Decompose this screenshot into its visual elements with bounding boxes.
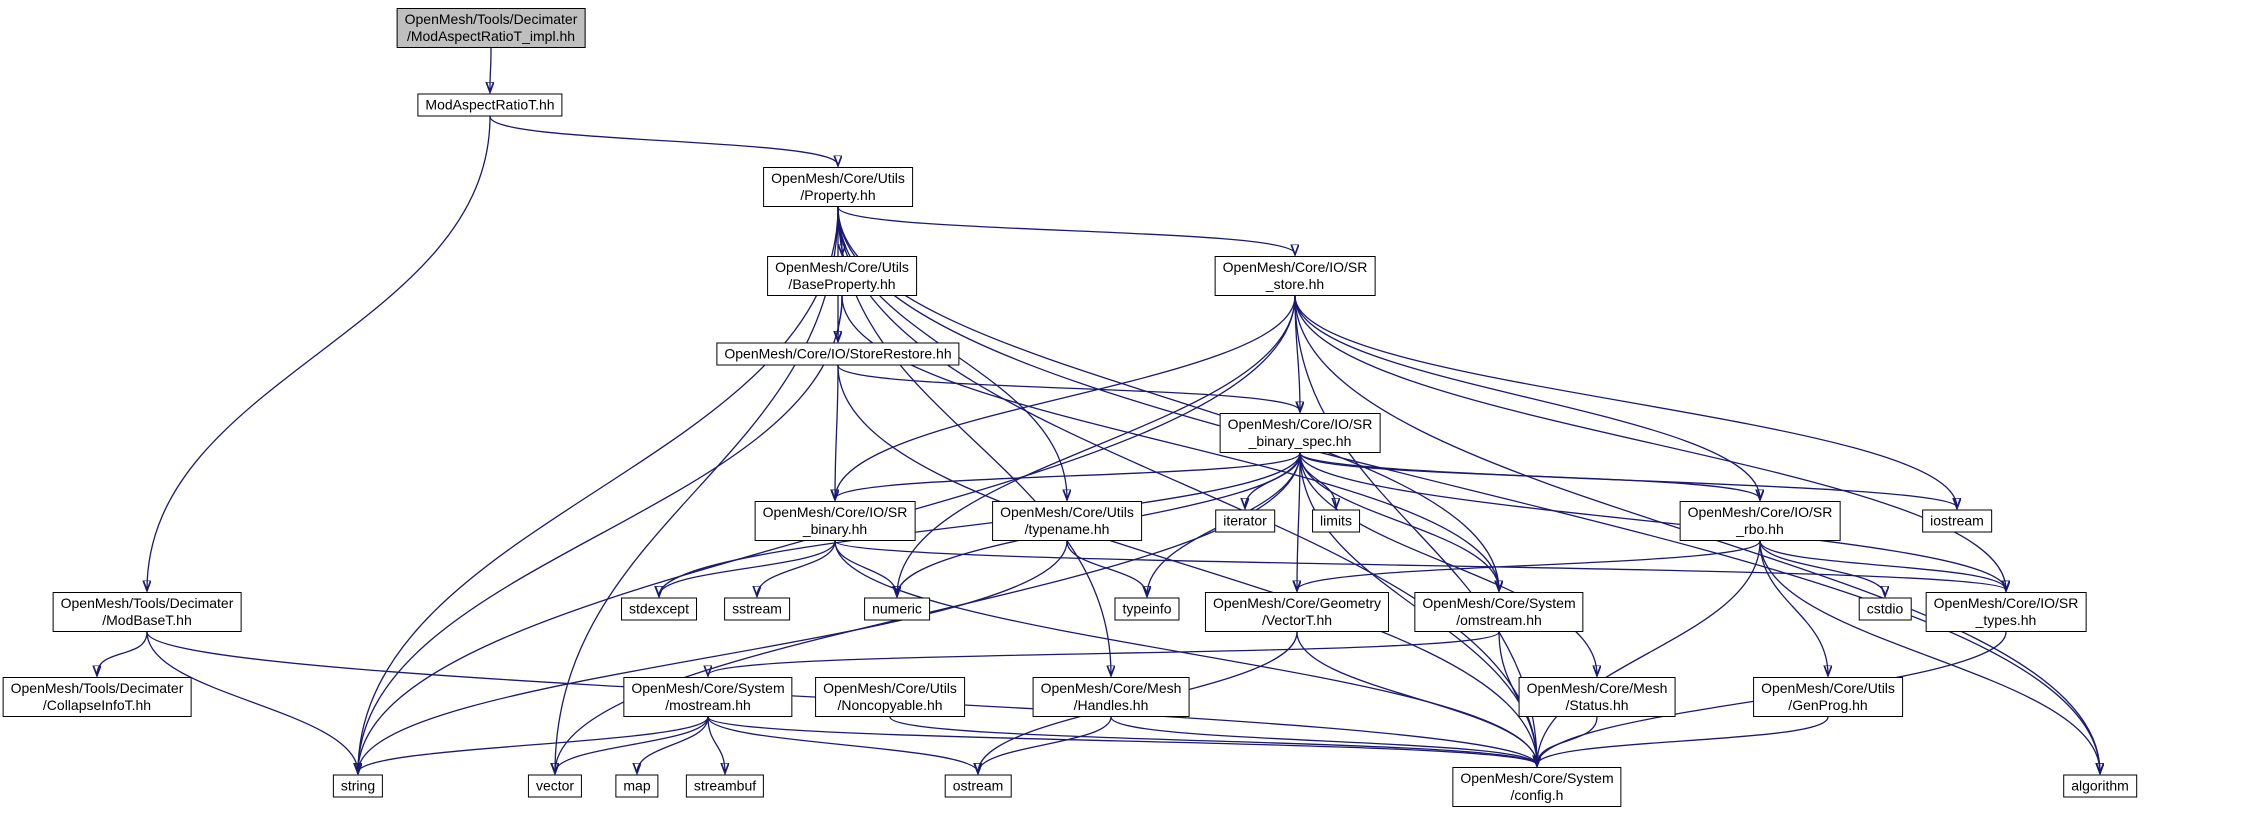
graph-node-storerest[interactable]: OpenMesh/Core/IO/StoreRestore.hh xyxy=(716,342,960,366)
edge-impl-modaspect xyxy=(490,47,491,92)
edge-srbinary-config xyxy=(834,540,1537,765)
edge-srbinspec-vectort xyxy=(1297,452,1300,590)
edge-noncopy-config xyxy=(889,716,1537,765)
edge-property-config xyxy=(837,206,1537,765)
graph-node-genprog[interactable]: OpenMesh/Core/Utils /GenProg.hh xyxy=(1753,677,1903,717)
edge-srbinspec-status xyxy=(1299,452,1597,675)
graph-node-streambuf[interactable]: streambuf xyxy=(685,774,765,798)
edge-srbinary-numeric xyxy=(834,540,897,596)
graph-node-typeinfo[interactable]: typeinfo xyxy=(1114,597,1180,621)
edge-srstore-iostream xyxy=(1294,295,1957,508)
edge-srbinspec-stdexcept xyxy=(659,452,1301,596)
graph-node-srbinary[interactable]: OpenMesh/Core/IO/SR _binary.hh xyxy=(754,501,916,541)
edge-modaspect-modbase xyxy=(147,116,491,591)
graph-node-mostream[interactable]: OpenMesh/Core/System /mostream.hh xyxy=(623,677,793,717)
graph-node-ostream[interactable]: ostream xyxy=(944,774,1012,798)
edge-omstream-mostream xyxy=(708,631,1500,675)
graph-node-status[interactable]: OpenMesh/Core/Mesh /Status.hh xyxy=(1518,677,1676,717)
edge-srbinspec-srbinary xyxy=(835,452,1301,499)
edge-mostream-streambuf xyxy=(707,716,725,773)
edge-storerest-srbinspec xyxy=(837,365,1300,412)
graph-node-noncopy[interactable]: OpenMesh/Core/Utils /Noncopyable.hh xyxy=(815,677,965,717)
graph-node-srrbo[interactable]: OpenMesh/Core/IO/SR _rbo.hh xyxy=(1679,501,1841,541)
edge-property-srstore xyxy=(837,206,1295,254)
edge-mostream-vector xyxy=(555,716,709,773)
edge-srrbo-srtypes xyxy=(1759,540,2006,590)
graph-node-vector[interactable]: vector xyxy=(527,774,583,798)
edge-storerest-config xyxy=(837,365,1537,766)
edge-modaspect-property xyxy=(489,116,838,166)
graph-node-srtypes[interactable]: OpenMesh/Core/IO/SR _types.hh xyxy=(1925,592,2087,632)
edge-srstore-srtypes xyxy=(1294,295,2006,590)
edge-srbinary-stdexcept xyxy=(659,540,836,596)
edge-genprog-config xyxy=(1537,716,1829,765)
edge-srbinary-sstream xyxy=(757,540,836,596)
edge-srbinspec-omstream xyxy=(1299,452,1499,590)
edge-mostream-config xyxy=(707,716,1537,765)
edge-srstore-srrbo xyxy=(1294,295,1760,499)
graph-node-limits[interactable]: limits xyxy=(1312,509,1360,533)
graph-node-property[interactable]: OpenMesh/Core/Utils /Property.hh xyxy=(763,167,913,207)
edge-srrbo-algorithm xyxy=(1759,540,2100,773)
edge-vectort-config xyxy=(1296,631,1537,765)
edge-omstream-config xyxy=(1498,631,1537,765)
graph-node-vectort[interactable]: OpenMesh/Core/Geometry /VectorT.hh xyxy=(1204,592,1390,632)
graph-node-modaspect[interactable]: ModAspectRatioT.hh xyxy=(417,93,563,117)
edge-srrbo-vectort xyxy=(1297,540,1761,590)
graph-node-omstream[interactable]: OpenMesh/Core/System /omstream.hh xyxy=(1414,592,1584,632)
edge-handles-ostream xyxy=(978,716,1112,773)
edge-mostream-string xyxy=(358,716,709,773)
edge-property-string xyxy=(358,206,839,773)
edge-storerest-srbinary xyxy=(835,365,838,500)
graph-node-srbinspec[interactable]: OpenMesh/Core/IO/SR _binary_spec.hh xyxy=(1219,413,1381,453)
graph-node-sstream[interactable]: sstream xyxy=(724,597,790,621)
graph-node-stdexcept[interactable]: stdexcept xyxy=(621,597,697,621)
edge-srbinspec-srtypes xyxy=(1299,452,2006,590)
edge-srstore-srbinary xyxy=(835,295,1296,499)
graph-node-map[interactable]: map xyxy=(615,774,659,798)
edge-baseprop-omstream xyxy=(841,295,1499,590)
edge-typename-string xyxy=(358,540,1068,773)
edge-property-vector xyxy=(555,206,839,773)
graph-node-baseprop[interactable]: OpenMesh/Core/Utils /BaseProperty.hh xyxy=(767,256,917,296)
edge-srbinspec-iostream xyxy=(1299,452,1957,508)
graph-node-typename[interactable]: OpenMesh/Core/Utils /typename.hh xyxy=(992,501,1142,541)
edge-srbinary-srtypes xyxy=(834,540,2006,590)
edge-handles-config xyxy=(1110,716,1537,765)
edge-typename-typeinfo xyxy=(1066,540,1147,596)
edge-mostream-map xyxy=(637,716,709,773)
edge-property-omstream xyxy=(837,206,1499,590)
edge-modbase-collapse xyxy=(97,631,148,675)
graph-node-string[interactable]: string xyxy=(332,774,384,798)
graph-node-impl[interactable]: OpenMesh/Tools/Decimater /ModAspectRatio… xyxy=(396,8,586,48)
graph-node-cstdio[interactable]: cstdio xyxy=(1858,597,1912,621)
edge-srrbo-config xyxy=(1537,540,1761,765)
edge-srrbo-cstdio xyxy=(1759,540,1885,596)
edge-modbase-string xyxy=(146,631,358,773)
graph-node-iterator[interactable]: iterator xyxy=(1215,509,1275,533)
edge-srstore-numeric xyxy=(897,295,1296,596)
graph-node-algorithm[interactable]: algorithm xyxy=(2063,774,2137,798)
graph-node-config[interactable]: OpenMesh/Core/System /config.h xyxy=(1452,767,1622,807)
graph-node-collapse[interactable]: OpenMesh/Tools/Decimater /CollapseInfoT.… xyxy=(2,677,192,717)
edge-mostream-ostream xyxy=(707,716,978,773)
graph-node-handles[interactable]: OpenMesh/Core/Mesh /Handles.hh xyxy=(1032,677,1190,717)
graph-node-modbase[interactable]: OpenMesh/Tools/Decimater /ModBaseT.hh xyxy=(52,592,242,632)
edge-baseprop-string xyxy=(358,295,843,773)
graph-node-srstore[interactable]: OpenMesh/Core/IO/SR _store.hh xyxy=(1214,256,1376,296)
graph-node-iostream[interactable]: iostream xyxy=(1922,509,1992,533)
edge-property-algorithm xyxy=(837,206,2100,773)
edge-srrbo-genprog xyxy=(1759,540,1828,675)
graph-node-numeric[interactable]: numeric xyxy=(864,597,930,621)
